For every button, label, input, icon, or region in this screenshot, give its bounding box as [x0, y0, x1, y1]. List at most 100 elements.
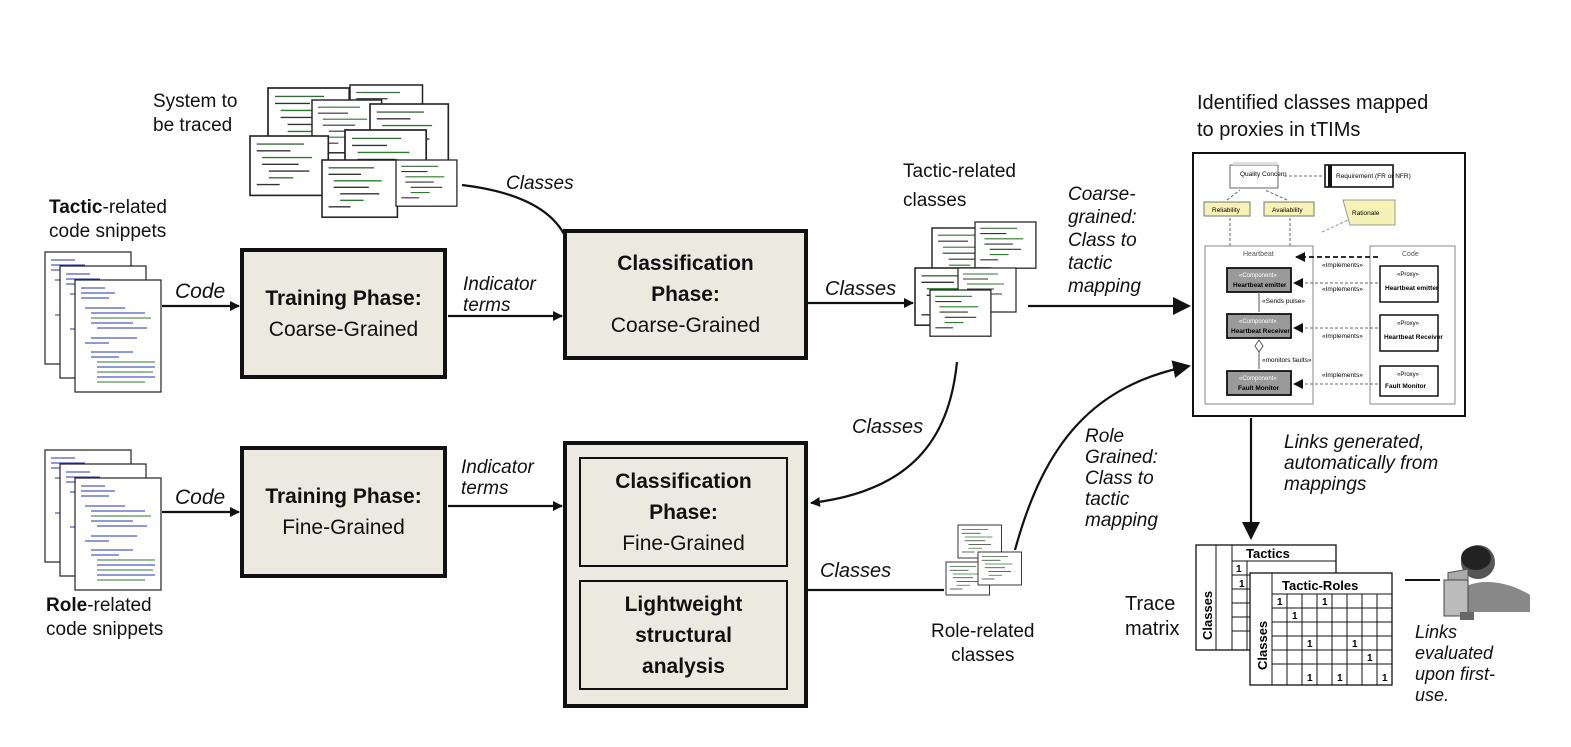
training-fine-box: Training Phase: Fine-Grained — [240, 446, 447, 578]
classification-fine-title2: Phase: — [649, 500, 718, 524]
coarse-mapping-label: Coarse- grained: Class to tactic mapping — [1068, 183, 1141, 298]
role-line2: code snippets — [46, 619, 164, 640]
monitors-faults-label: «monitors faults» — [1262, 357, 1312, 364]
trace-line1: Trace — [1125, 593, 1176, 615]
quality-concern-label: Quality Concern — [1240, 171, 1287, 178]
coarse-map-line2: grained: — [1068, 207, 1137, 228]
matrix-cell: 1 — [1292, 611, 1298, 622]
lightweight-line1: Lightweight — [624, 592, 743, 616]
trace-matrix-front: Tactic-Roles Classes 1 1 1 1 1 1 1 1 1 — [1249, 572, 1393, 686]
coarse-map-line1: Coarse- — [1068, 184, 1136, 205]
classification-coarse-box: Classification Phase: Coarse-Grained — [563, 229, 808, 360]
coarse-map-line5: mapping — [1068, 276, 1141, 297]
indicator-top-line1: Indicator — [463, 274, 536, 295]
curve-role-mapping — [1013, 360, 1191, 551]
role-snippet-stack — [44, 449, 162, 591]
tactic-classes-line2: classes — [903, 190, 967, 211]
links-eval-line1: Links — [1415, 622, 1458, 642]
code-label-top: Code — [175, 280, 226, 303]
identified-line2: to proxies in tTIMs — [1197, 119, 1361, 141]
component3-stereo: «Component» — [1239, 376, 1277, 382]
curve-system-classes — [461, 183, 566, 237]
training-coarse-box: Training Phase: Coarse-Grained — [240, 248, 447, 379]
coarse-map-line3: Class to — [1068, 230, 1137, 251]
user-at-computer-icon — [1443, 545, 1530, 620]
links-eval-line2: evaluated — [1415, 643, 1494, 663]
component3-label: Fault Monitor — [1238, 385, 1280, 392]
tactic-classes-label: Tactic-related classes — [903, 157, 1016, 215]
training-coarse-title: Training Phase: — [265, 286, 422, 310]
classification-fine-title1: Classification — [615, 469, 752, 493]
availability-label: Availability — [1272, 207, 1303, 214]
role-classes-line2: classes — [951, 645, 1015, 666]
tactic-line2: code snippets — [49, 221, 167, 242]
code-package-label: Code — [1402, 251, 1419, 258]
matrix-cell: 1 — [1239, 579, 1245, 590]
role-map-line1: Role — [1085, 426, 1125, 447]
matrix-cell: 1 — [1322, 597, 1328, 608]
role-classes-stack — [945, 524, 1022, 596]
indicator-terms-top: Indicator terms — [463, 274, 536, 316]
implements-label-3: «Implements» — [1322, 333, 1363, 340]
classes-label-down: Classes — [852, 416, 924, 438]
system-line2: be traced — [153, 115, 233, 136]
tactic-snippets-label: Tactic-related code snippets — [49, 196, 167, 244]
coarse-map-line4: tactic — [1068, 253, 1113, 274]
matrix-cell: 1 — [1337, 673, 1343, 684]
role-rest: -related — [87, 595, 152, 616]
training-fine-title: Training Phase: — [265, 485, 422, 508]
classification-fine-sub: Fine-Grained — [622, 531, 745, 555]
trace-matrix-label: Trace matrix — [1125, 592, 1179, 642]
matrix-cell: 1 — [1236, 564, 1242, 575]
role-classes-label: Role-related classes — [931, 620, 1035, 668]
indicator-top-line2: terms — [463, 295, 511, 316]
role-map-line3: Class to — [1085, 468, 1154, 489]
classes-label-fine-out: Classes — [820, 560, 892, 582]
role-classes-line1: Role-related — [931, 621, 1035, 642]
system-code-stack — [249, 84, 458, 218]
indicator-bottom-line2: terms — [461, 478, 509, 499]
tactic-classes-stack — [914, 221, 1037, 337]
proxy3-stereo: «Proxy» — [1397, 372, 1420, 378]
tactic-bold: Tactic — [49, 197, 103, 218]
classification-coarse-title2: Phase: — [651, 283, 720, 306]
links-gen-line1: Links generated, — [1284, 432, 1425, 453]
links-eval-line3: upon first- — [1415, 664, 1496, 684]
trace-line2: matrix — [1125, 618, 1180, 640]
tactics-header: Tactics — [1246, 546, 1290, 561]
classes-label-front: Classes — [1255, 621, 1270, 670]
training-coarse-sub: Coarse-Grained — [268, 317, 419, 341]
links-gen-line2: automatically from — [1284, 453, 1439, 474]
code-label-bottom: Code — [175, 486, 226, 509]
role-mapping-label: Role Grained: Class to tactic mapping — [1085, 426, 1158, 531]
role-map-line2: Grained: — [1085, 447, 1158, 468]
classes-label-coarse-out: Classes — [825, 278, 897, 300]
matrix-cell: 1 — [1277, 597, 1283, 608]
sends-pulse-label: «Sends pulse» — [1262, 298, 1305, 305]
heartbeat-package-label: Heartbeat — [1243, 251, 1274, 258]
classification-coarse-title1: Classification — [617, 252, 754, 275]
links-evaluated-label: Links evaluated upon first- use. — [1415, 622, 1495, 706]
ttim-diagram: Quality Concern Requirement (FR or NFR) … — [1192, 152, 1466, 417]
links-generated-label: Links generated, automatically from mapp… — [1284, 432, 1438, 495]
implements-label-1: «Implements» — [1322, 262, 1363, 269]
classes-label-back: Classes — [1200, 591, 1215, 640]
lightweight-line3: analysis — [642, 654, 725, 678]
matrix-cell: 1 — [1307, 673, 1313, 684]
proxy2-stereo: «Proxy» — [1397, 321, 1420, 327]
implements-label-2: «Implements» — [1322, 286, 1363, 293]
classification-coarse-sub: Coarse-Grained — [610, 314, 761, 337]
matrix-cell: 1 — [1352, 639, 1358, 650]
classes-label-system: Classes — [506, 173, 574, 194]
matrix-cell: 1 — [1307, 639, 1313, 650]
indicator-terms-bottom: Indicator terms — [461, 457, 534, 499]
lightweight-line2: structural — [635, 623, 732, 647]
tactic-snippet-stack — [44, 251, 162, 393]
links-gen-line3: mappings — [1284, 474, 1367, 495]
component1-label: Heartbeat emitter — [1233, 282, 1287, 289]
identified-classes-label: Identified classes mapped to proxies in … — [1197, 90, 1428, 144]
matrix-cell: 1 — [1382, 673, 1388, 684]
system-line1: System to — [153, 91, 238, 112]
identified-line1: Identified classes mapped — [1197, 92, 1429, 114]
